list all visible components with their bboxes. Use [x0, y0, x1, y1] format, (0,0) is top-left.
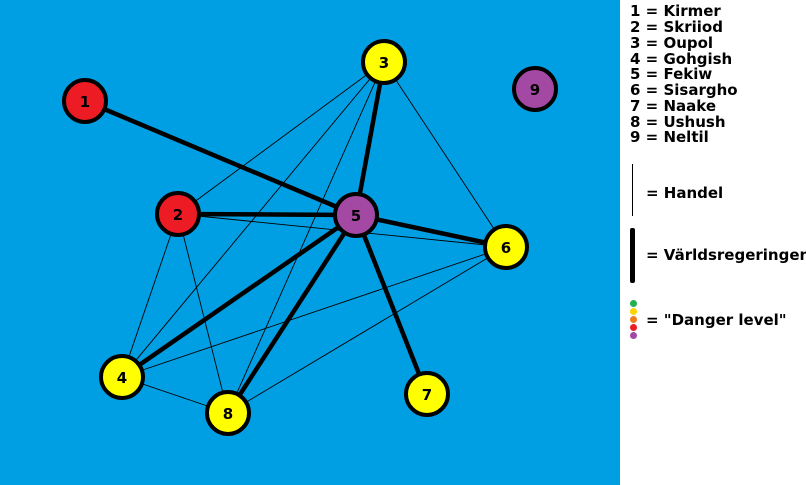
- danger-dot-red: [630, 324, 637, 331]
- node-6-label: 6: [501, 239, 511, 257]
- edge-handel-8-6: [227, 246, 507, 414]
- node-4-circle: [99, 354, 145, 400]
- node-1: 1: [62, 78, 108, 124]
- legend-entry-9: 9 = Neltil: [630, 128, 709, 146]
- node-4: 4: [99, 354, 145, 400]
- legend-entry-2: 2 = Skriiod: [630, 18, 723, 36]
- node-6-circle: [483, 224, 529, 270]
- node-6: 6: [483, 224, 529, 270]
- network-diagram: 1 2 3 4 5 6 7 8 9: [0, 0, 620, 485]
- node-1-label: 1: [80, 93, 90, 111]
- node-3: 3: [361, 39, 407, 85]
- edge-varldsregeringen-3-5: [353, 59, 387, 218]
- node-5-circle: [333, 192, 379, 238]
- edge-handel-2-4: [121, 213, 179, 378]
- handel-legend-label: = Handel: [646, 184, 724, 202]
- node-7-circle: [404, 371, 450, 417]
- legend-entry-4: 4 = Gohgish: [630, 50, 733, 68]
- legend-entry-8: 8 = Ushush: [630, 113, 726, 131]
- node-1-circle: [62, 78, 108, 124]
- node-9: 9: [512, 66, 558, 112]
- edge-varldsregeringen-5-4: [119, 212, 359, 380]
- thick-line-swatch: [630, 228, 635, 283]
- edge-varldsregeringen-5-6: [353, 212, 509, 250]
- node-2: 2: [155, 191, 201, 237]
- edge-varldsregeringen-1-5: [82, 98, 359, 218]
- danger-dot-yellow: [630, 308, 637, 315]
- node-9-label: 9: [530, 81, 540, 99]
- edge-handel-3-2: [177, 61, 385, 215]
- node-7-label: 7: [422, 386, 432, 404]
- edge-varldsregeringen-5-8: [225, 212, 359, 416]
- danger-dot-green: [630, 300, 637, 307]
- node-2-circle: [155, 191, 201, 237]
- legend-entry-1: 1 = Kirmer: [630, 2, 721, 20]
- edge-varldsregeringen-2-5: [175, 211, 359, 218]
- danger-dot-orange: [630, 316, 637, 323]
- danger-dot-purple: [630, 332, 637, 339]
- node-7: 7: [404, 371, 450, 417]
- edge-handel-3-6: [383, 61, 507, 248]
- node-5-label: 5: [351, 207, 361, 225]
- node-3-circle: [361, 39, 407, 85]
- edge-varldsregeringen-5-7: [353, 212, 430, 397]
- legend-entry-7: 7 = Naake: [630, 97, 716, 115]
- edge-handel-3-4: [121, 61, 385, 378]
- node-8-circle: [205, 390, 251, 436]
- edge-handel-2-8: [177, 213, 229, 414]
- thin-line-swatch: [632, 164, 633, 216]
- node-4-label: 4: [117, 369, 127, 387]
- node-3-label: 3: [379, 54, 389, 72]
- edge-handel-3-8: [227, 61, 385, 414]
- edge-handel-4-6: [121, 246, 507, 378]
- nodes-layer: 1 2 3 4 5 6 7 8 9: [62, 39, 558, 436]
- varldsregeringen-legend-label: = Världsregeringen: [646, 246, 806, 264]
- node-5: 5: [333, 192, 379, 238]
- legend-entry-6: 6 = Sisargho: [630, 81, 738, 99]
- node-8: 8: [205, 390, 251, 436]
- danger-level-legend-label: = "Danger level": [646, 311, 787, 329]
- node-2-label: 2: [173, 206, 183, 224]
- node-8-label: 8: [223, 405, 233, 423]
- legend-entry-3: 3 = Oupol: [630, 34, 714, 52]
- edges-layer: [82, 59, 509, 416]
- node-9-circle: [512, 66, 558, 112]
- legend-entry-5: 5 = Fekiw: [630, 65, 713, 83]
- legend-panel: 1 = Kirmer 2 = Skriiod 3 = Oupol 4 = Goh…: [622, 0, 806, 485]
